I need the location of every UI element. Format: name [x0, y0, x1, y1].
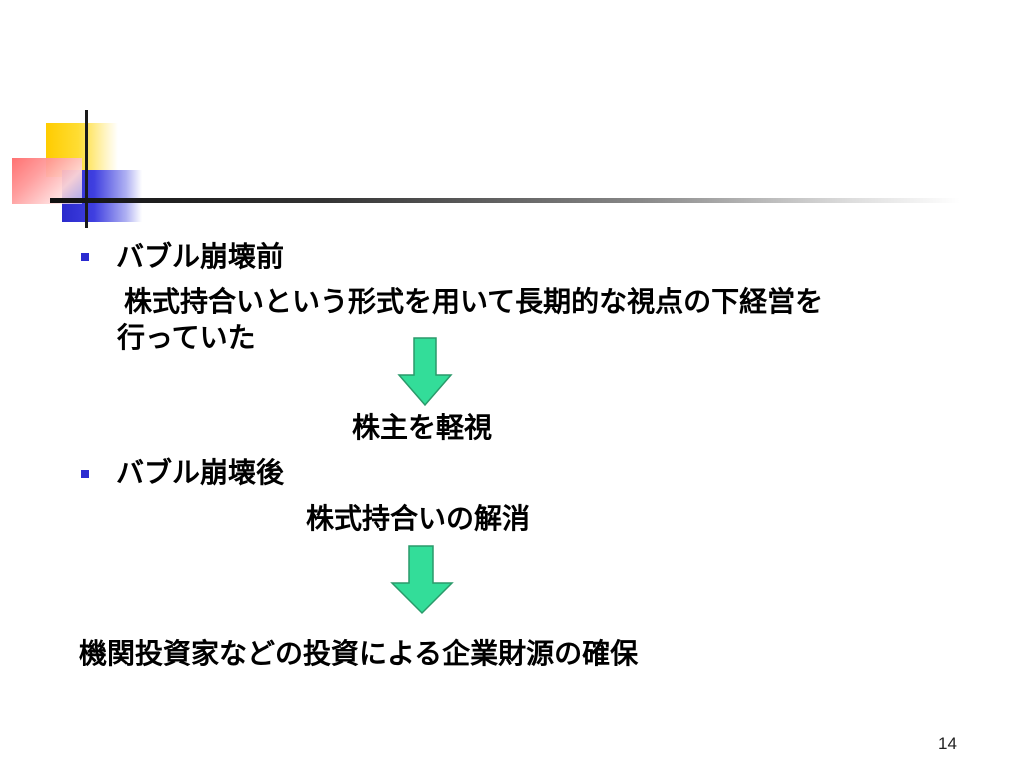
bullet-1-heading: バブル崩壊前 [116, 240, 285, 273]
title-divider-line [50, 198, 960, 203]
bullet-marker-1 [81, 253, 89, 261]
page-number: 14 [938, 734, 957, 753]
down-arrow-icon [397, 337, 453, 407]
bullet-marker-2 [81, 470, 89, 478]
bullet-1-line-1: 株式持合いという形式を用いて長期的な視点の下経営を [124, 285, 824, 318]
conclusion-text: 機関投資家などの投資による企業財源の確保 [79, 637, 639, 670]
down-arrow-icon [390, 545, 454, 615]
bullet-2-heading: バブル崩壊後 [116, 456, 285, 489]
bullet-1-result: 株主を軽視 [352, 411, 493, 444]
logo-vertical-line [85, 110, 88, 228]
bullet-2-line-1: 株式持合いの解消 [306, 502, 531, 535]
logo-red-square [12, 158, 82, 204]
bullet-1-line-2: 行っていた [117, 321, 256, 354]
